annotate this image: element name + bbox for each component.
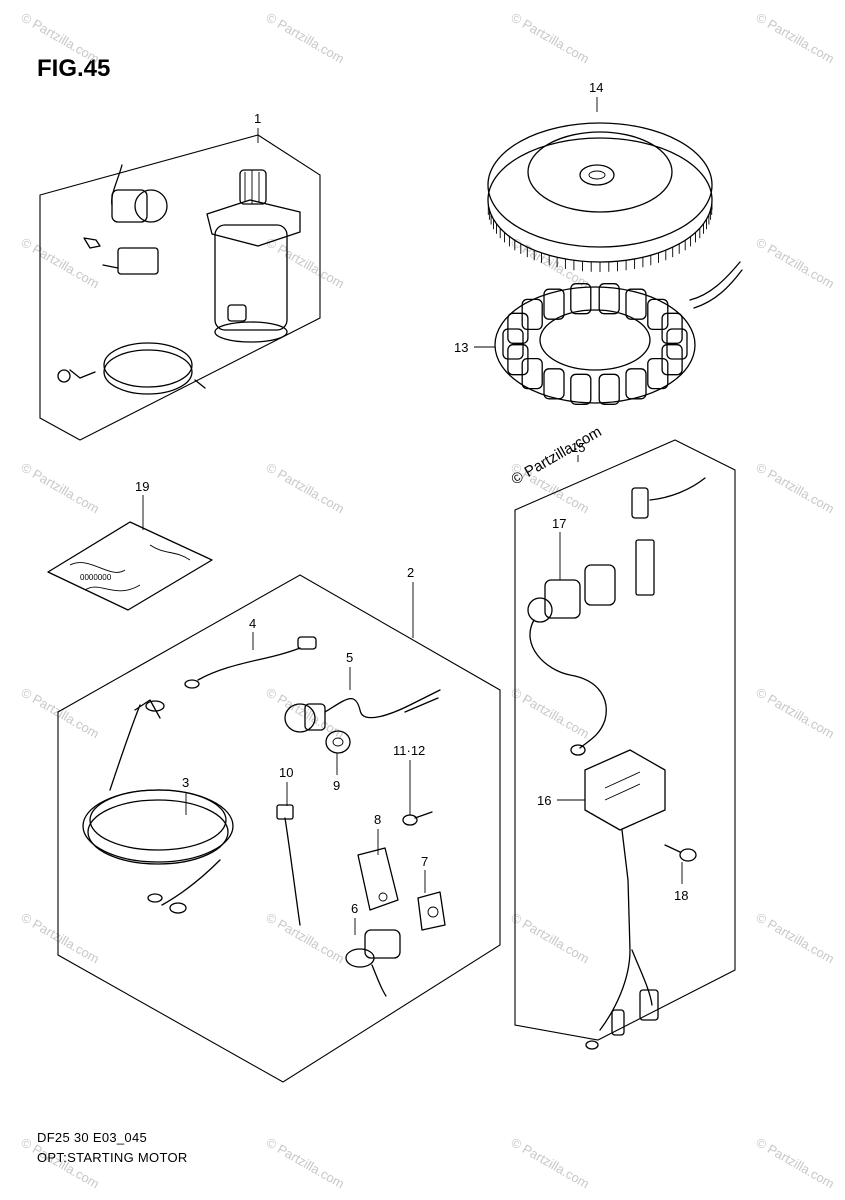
callout-1: 1: [254, 111, 261, 126]
watermark-text: © Partzilla.com: [264, 460, 347, 517]
leader-lines: [142, 97, 683, 935]
callout-18: 18: [674, 888, 688, 903]
watermark-text: © Partzilla.com: [509, 10, 592, 67]
watermark-text: © Partzilla.com: [754, 10, 837, 67]
stator-coil: [625, 368, 647, 400]
stator-coil: [507, 312, 529, 344]
watermark-text: © Partzilla.com: [509, 685, 592, 742]
watermark-text: © Partzilla.com: [264, 10, 347, 67]
figure-caption: OPT:STARTING MOTOR: [37, 1150, 188, 1165]
watermark-text: © Partzilla.com: [509, 910, 592, 967]
stator-coil: [507, 344, 529, 376]
callout-16: 16: [537, 793, 551, 808]
stator-coil: [647, 357, 669, 390]
callout-9: 9: [333, 778, 340, 793]
group-box-15: [514, 439, 736, 1041]
watermark-text: © Partzilla.com: [264, 910, 347, 967]
stator-coil: [661, 312, 683, 344]
watermark-text: © Partzilla.com: [19, 460, 102, 517]
svg-text:0000000: 0000000: [80, 573, 112, 582]
callout-8: 8: [374, 812, 381, 827]
group-box-1: [39, 134, 321, 441]
stator-coil: [598, 373, 620, 405]
callout-2: 2: [407, 565, 414, 580]
cable-4-drawing: [184, 636, 317, 689]
callout-10: 10: [279, 765, 293, 780]
watermark-text: © Partzilla.com: [264, 235, 347, 292]
callout-13: 13: [454, 340, 468, 355]
switch-5-drawing: [284, 689, 441, 733]
stator-coil: [521, 298, 543, 331]
watermark-text: © Partzilla.com: [19, 10, 102, 67]
stator-coil: [625, 288, 647, 320]
sensor-17-drawing: [527, 477, 706, 756]
plate-7-drawing: [417, 891, 446, 931]
callout-17: 17: [552, 516, 566, 531]
watermark-text: © Partzilla.com: [754, 910, 837, 967]
watermark-text: © Partzilla.com: [19, 235, 102, 292]
stator-coil: [598, 283, 620, 315]
callout-7: 7: [421, 854, 428, 869]
stator-drawing: [494, 261, 743, 405]
stator-coil: [521, 357, 543, 390]
center-watermark: © Partzilla.com: [509, 423, 605, 488]
starter-relay-drawing: [83, 164, 168, 275]
starter-motor-drawing: [206, 169, 301, 343]
stator-coil: [543, 368, 565, 400]
switch-6-drawing: [345, 929, 401, 997]
group-box-2: [57, 574, 501, 1083]
stator-coil: [666, 328, 688, 360]
stator-coil: [570, 283, 592, 315]
mounting-band-drawing: [57, 342, 206, 395]
callout-5: 5: [346, 650, 353, 665]
watermark-text: © Partzilla.com: [754, 685, 837, 742]
watermark-text: © Partzilla.com: [754, 460, 837, 517]
watermark-text: © Partzilla.com: [509, 235, 592, 292]
stator-coil: [502, 328, 524, 360]
callout-19: 19: [135, 479, 149, 494]
harness-drawing: [82, 699, 234, 914]
nut-9-drawing: [325, 730, 351, 754]
figure-code: DF25 30 E03_045: [37, 1130, 148, 1145]
stator-coil: [570, 373, 592, 405]
bolt-18-drawing: [664, 844, 697, 862]
figure-title: FIG.45: [37, 55, 111, 82]
watermark-text: © Partzilla.com: [754, 235, 837, 292]
callout-4: 4: [249, 616, 256, 631]
callout-15: 15: [571, 440, 585, 455]
watermark-text: © Partzilla.com: [754, 1135, 837, 1192]
callout-11-12: 11·12: [393, 743, 425, 758]
callout-3: 3: [182, 775, 189, 790]
callout-14: 14: [589, 80, 603, 95]
stator-coil: [661, 344, 683, 376]
regulator-drawing: [584, 749, 666, 1050]
watermark-text: © Partzilla.com: [19, 685, 102, 742]
watermark-text: © Partzilla.com: [509, 1135, 592, 1192]
flywheel-drawing: [487, 122, 713, 272]
callout-6: 6: [351, 901, 358, 916]
bag-drawing: 0000000: [47, 521, 213, 611]
stator-coil: [543, 288, 565, 320]
watermark-text: © Partzilla.com: [264, 1135, 347, 1192]
stator-coil: [647, 298, 669, 331]
cable-tie-drawing: [276, 804, 301, 926]
bracket-8-drawing: [357, 847, 399, 911]
watermark-layer: © Partzilla.com © Partzilla.com © Partzill…: [19, 10, 837, 1192]
watermark-text: © Partzilla.com: [19, 910, 102, 967]
bolt-11-drawing: [402, 811, 433, 826]
